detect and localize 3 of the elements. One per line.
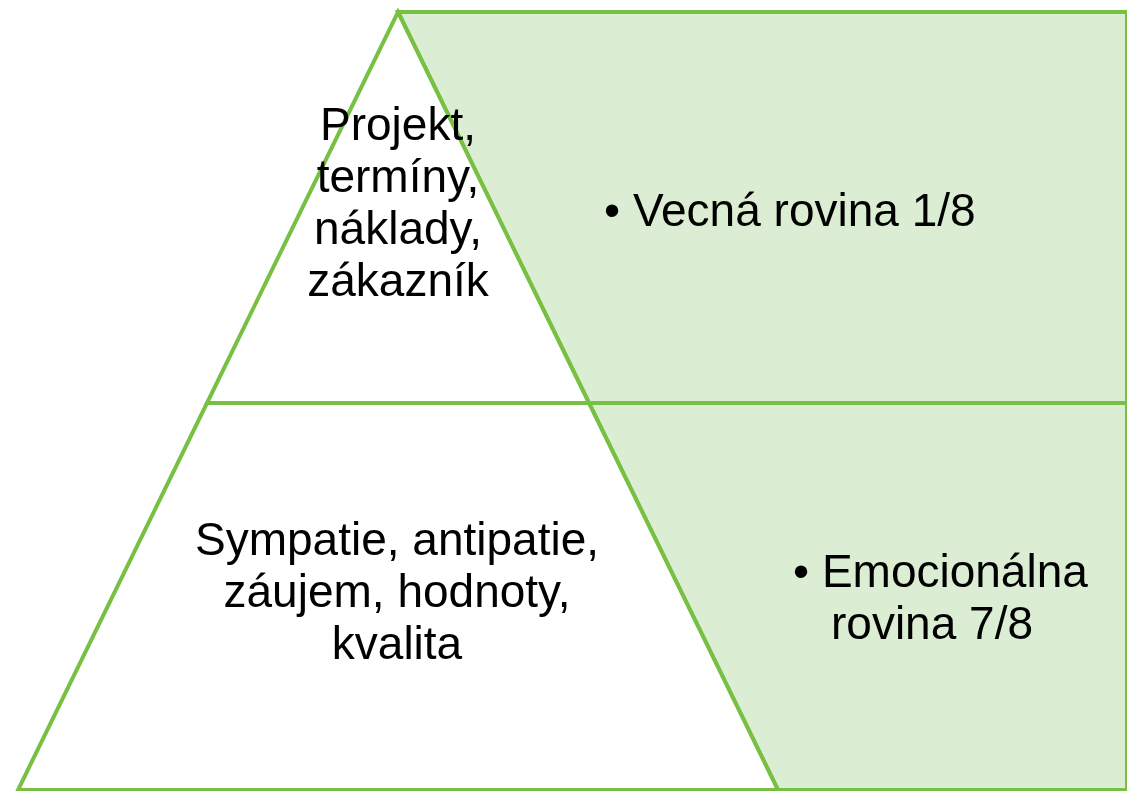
bullet-text: • Vecná rovina 1/8 xyxy=(604,184,977,236)
section-label: Sympatie, antipatie, záujem, hodnoty, kvalita xyxy=(194,513,600,669)
bullet-text: • Emocionálna rovina 7/8 xyxy=(793,545,1089,649)
